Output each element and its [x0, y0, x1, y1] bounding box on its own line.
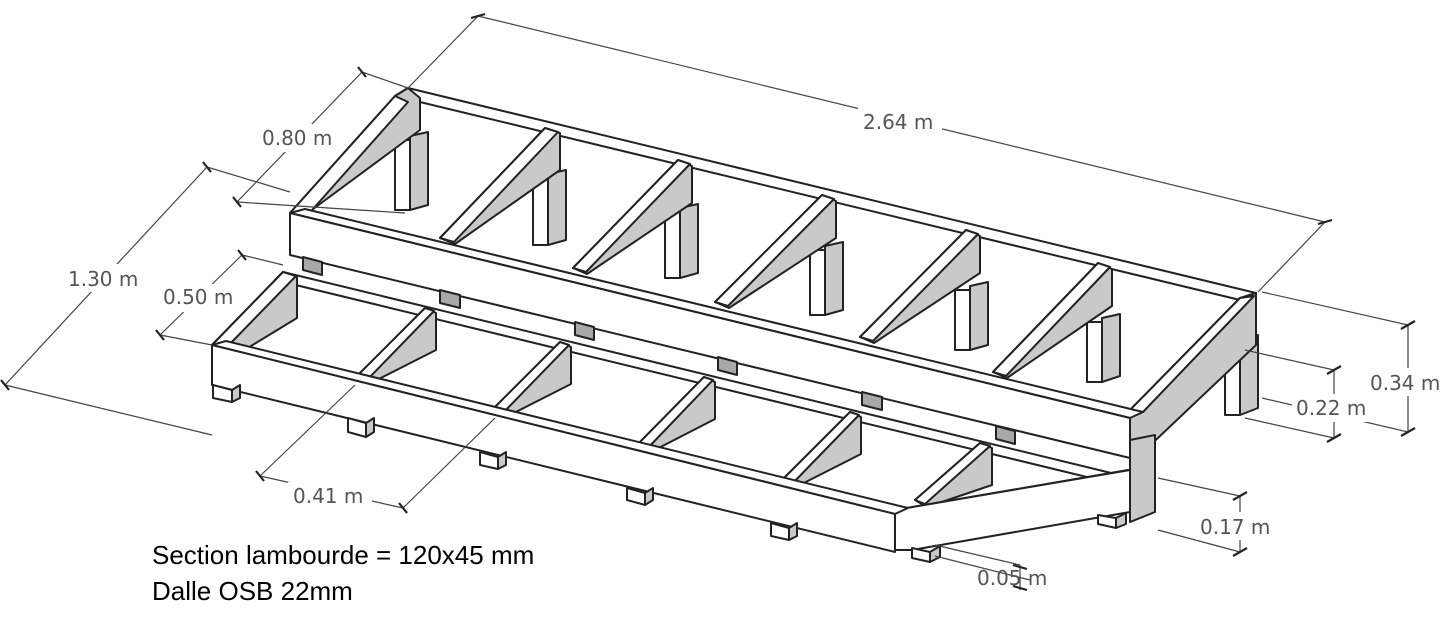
dim-length-top: 2.64 m — [863, 110, 933, 134]
dim-height-total: 0.34 m — [1370, 371, 1440, 395]
upper-frame — [289, 87, 1259, 459]
slab-note: Dalle OSB 22mm — [152, 576, 353, 606]
dim-offset: 0.05 m — [977, 566, 1047, 590]
dim-height-upper: 0.22 m — [1296, 396, 1366, 420]
dim-depth-total: 1.30 m — [68, 267, 138, 291]
dim-height-lower: 0.17 m — [1200, 515, 1270, 539]
section-note: Section lambourde = 120x45 mm — [152, 540, 535, 570]
dim-spacing: 0.41 m — [293, 484, 363, 508]
dimension-lines — [0, 12, 1416, 592]
dim-width-top: 0.80 m — [262, 126, 332, 150]
dim-width-lower: 0.50 m — [163, 285, 233, 309]
lower-frame — [211, 271, 1156, 563]
dimension-labels: 2.64 m 0.80 m 1.30 m 0.50 m 0.41 m 0.34 … — [64, 108, 1450, 590]
